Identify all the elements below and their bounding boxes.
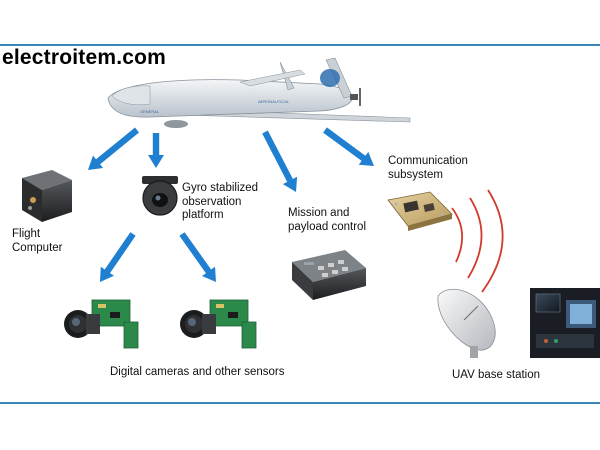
arrow-to-mission-control <box>262 130 298 192</box>
arrow-to-gyro-platform <box>148 133 164 168</box>
circuit-board-icon <box>387 191 453 231</box>
satellite-dish-icon <box>437 288 496 358</box>
mission-control-label: Mission and payload control <box>288 207 366 234</box>
flight-computer-label: Flight Computer <box>12 228 63 255</box>
uav-drone-image: GENERAL AERONAUTICAL <box>107 57 411 128</box>
flight-computer-box-icon <box>22 170 72 222</box>
brand-logo-text: electroitem.com <box>2 46 167 69</box>
camera-module-icon <box>64 299 139 349</box>
gyro-platform-label-line1: Gyro stabilized <box>182 182 259 194</box>
gyro-camera-ball-icon <box>142 176 178 216</box>
arrow-to-communication <box>323 127 374 166</box>
arrow-to-camera-left <box>100 232 136 282</box>
svg-text:GENERAL: GENERAL <box>140 109 160 114</box>
communication-label: Communication subsystem <box>388 155 468 182</box>
base-station-console-icon <box>530 288 600 358</box>
flow-arrows <box>88 127 374 282</box>
communication-label-line1: Communication <box>388 155 468 167</box>
mission-control-label-line2: payload control <box>288 220 366 233</box>
svg-text:AERONAUTICAL: AERONAUTICAL <box>258 99 290 104</box>
cameras-label: Digital cameras and other sensors <box>110 366 285 378</box>
gyro-platform-label: Gyro stabilized observation platform <box>182 182 258 223</box>
arrow-to-camera-right <box>179 232 216 282</box>
bottom-divider <box>0 402 600 404</box>
flight-computer-label-line1: Flight <box>12 228 41 240</box>
base-station-label: UAV base station <box>452 369 541 381</box>
flight-computer-label-line2: Computer <box>12 241 63 254</box>
mission-control-label-line1: Mission and <box>288 207 350 219</box>
gyro-platform-label-line2: observation <box>182 195 242 208</box>
radio-signal-icon <box>451 189 504 293</box>
camera-module-icon <box>180 299 257 349</box>
control-panel-icon <box>292 250 366 300</box>
arrow-to-flight-computer <box>88 127 139 170</box>
gyro-platform-label-line3: platform <box>182 209 224 221</box>
communication-label-line2: subsystem <box>388 168 443 181</box>
top-divider <box>0 44 600 46</box>
